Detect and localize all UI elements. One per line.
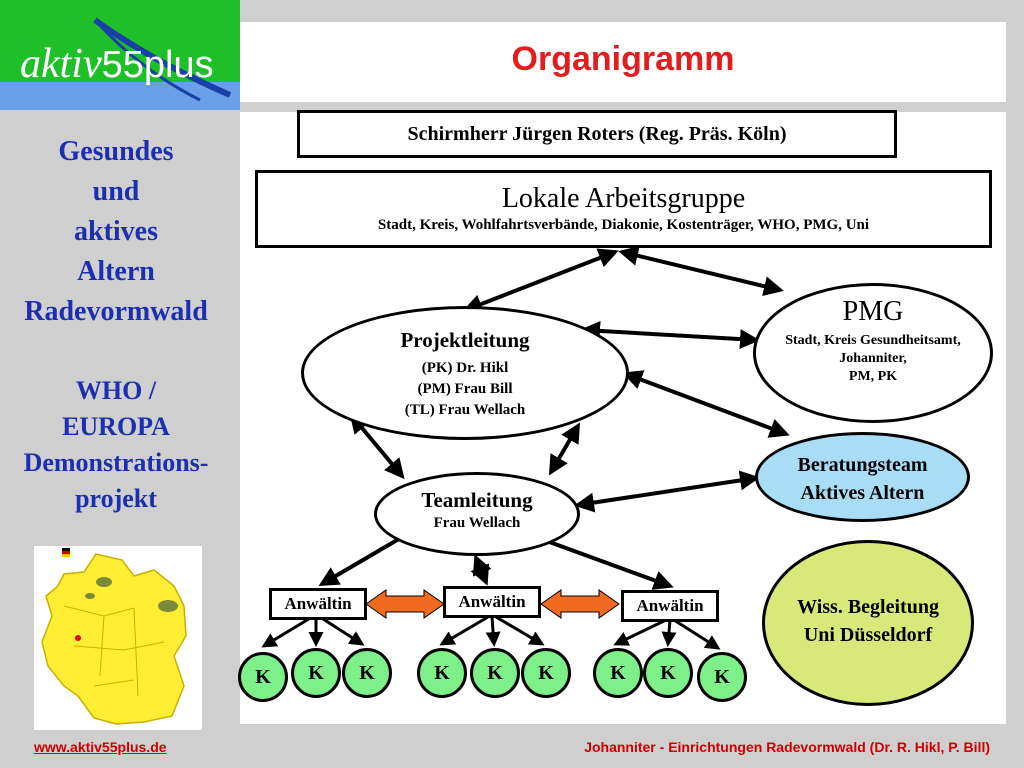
logo-band — [0, 82, 240, 110]
footer-website-link[interactable]: www.aktiv55plus.de — [34, 739, 167, 755]
sidebar-who-line: projekt — [75, 484, 157, 513]
sidebar-line: aktives — [74, 216, 158, 247]
pmg-node: PMG Stadt, Kreis Gesundheitsamt, Johanni… — [753, 283, 993, 423]
wiss-line: Uni Düsseldorf — [803, 624, 933, 646]
sidebar-who-line: EUROPA — [62, 412, 170, 441]
wiss-line: Wiss. Begleitung — [797, 596, 939, 618]
sidebar-title: Gesundes und aktives Altern Radevormwald — [0, 132, 232, 332]
anwaeltin-box: Anwältin — [621, 590, 719, 622]
edge-team-beratung — [574, 470, 760, 513]
pmg-line: PM, PK — [848, 369, 898, 384]
edge-ag-pmg — [618, 246, 784, 296]
beratungsteam-line: Aktives Altern — [800, 482, 925, 504]
footer-credits: Johanniter - Einrichtungen Radevormwald … — [584, 739, 990, 755]
germany-map-icon — [41, 548, 187, 725]
k-node: K — [697, 652, 747, 702]
sidebar-who: WHO / EUROPA Demonstrations- projekt — [0, 373, 232, 517]
beratungsteam-line: Beratungsteam — [797, 454, 928, 476]
projektleitung-line: (PM) Frau Bill — [417, 381, 513, 397]
projektleitung-line: (PK) Dr. Hikl — [421, 360, 509, 376]
local-group-title: Lokale Arbeitsgruppe — [501, 183, 746, 214]
edge-projekt-team-right — [548, 422, 581, 476]
page-title: Organigramm — [511, 40, 735, 78]
edge-team-anw3 — [543, 538, 674, 590]
k-node: K — [342, 648, 392, 698]
k-node: K — [593, 648, 643, 698]
edge-pmg-beratung — [622, 370, 790, 438]
pmg-title: PMG — [842, 296, 904, 327]
k-node: K — [238, 652, 288, 702]
projektleitung-line: (TL) Frau Wellach — [404, 402, 526, 418]
local-group-box: Lokale Arbeitsgruppe Stadt, Kreis, Wohlf… — [255, 170, 992, 248]
anwaeltin-box: Anwältin — [443, 586, 541, 618]
orange-double-arrow-right — [540, 589, 620, 619]
edge-team-anw1 — [318, 534, 406, 587]
sidebar-line: Gesundes — [58, 136, 174, 167]
germany-map — [34, 546, 202, 730]
anwaeltin-box: Anwältin — [269, 588, 367, 620]
pmg-line: Stadt, Kreis Gesundheitsamt, — [785, 333, 961, 348]
k-node: K — [470, 648, 520, 698]
edge-projekt-pmg — [580, 320, 760, 350]
patron-label: Schirmherr Jürgen Roters (Reg. Präs. Köl… — [407, 123, 787, 145]
teamleitung-name: Frau Wellach — [433, 515, 521, 531]
beratungsteam-node: Beratungsteam Aktives Altern — [755, 432, 970, 522]
sidebar-line: und — [92, 176, 140, 207]
local-group-members: Stadt, Kreis, Wohlfahrtsverbände, Diakon… — [377, 217, 870, 233]
projektleitung-title: Projektleitung — [400, 328, 530, 352]
edge-ag-projekt — [462, 248, 619, 314]
anwaeltin-label: Anwältin — [636, 596, 704, 615]
anwaeltin-label: Anwältin — [458, 592, 526, 611]
teamleitung-node: Teamleitung Frau Wellach — [374, 472, 580, 556]
k-node: K — [291, 648, 341, 698]
edge-team-anw2 — [470, 554, 492, 586]
sidebar-who-line: Demonstrations- — [23, 448, 209, 477]
sidebar-who-line: WHO / — [75, 376, 157, 405]
k-node: K — [643, 648, 693, 698]
projektleitung-node: Projektleitung (PK) Dr. Hikl (PM) Frau B… — [301, 306, 629, 440]
logo-swoosh-icon — [93, 17, 232, 102]
orange-double-arrow-left — [365, 589, 445, 619]
header-panel — [240, 22, 1006, 102]
edge-projekt-team-left — [349, 412, 405, 480]
k-node: K — [417, 648, 467, 698]
sidebar-line: Radevormwald — [24, 296, 208, 327]
teamleitung-title: Teamleitung — [421, 488, 533, 512]
logo: aktiv55plus — [0, 0, 240, 110]
patron-box: Schirmherr Jürgen Roters (Reg. Präs. Köl… — [297, 110, 897, 158]
anwaeltin-label: Anwältin — [284, 594, 352, 613]
pmg-line: Johanniter, — [839, 351, 907, 366]
logo-text: aktiv55plus — [20, 41, 214, 87]
wiss-node: Wiss. Begleitung Uni Düsseldorf — [762, 540, 974, 706]
sidebar-line: Altern — [77, 256, 155, 287]
k-node: K — [521, 648, 571, 698]
